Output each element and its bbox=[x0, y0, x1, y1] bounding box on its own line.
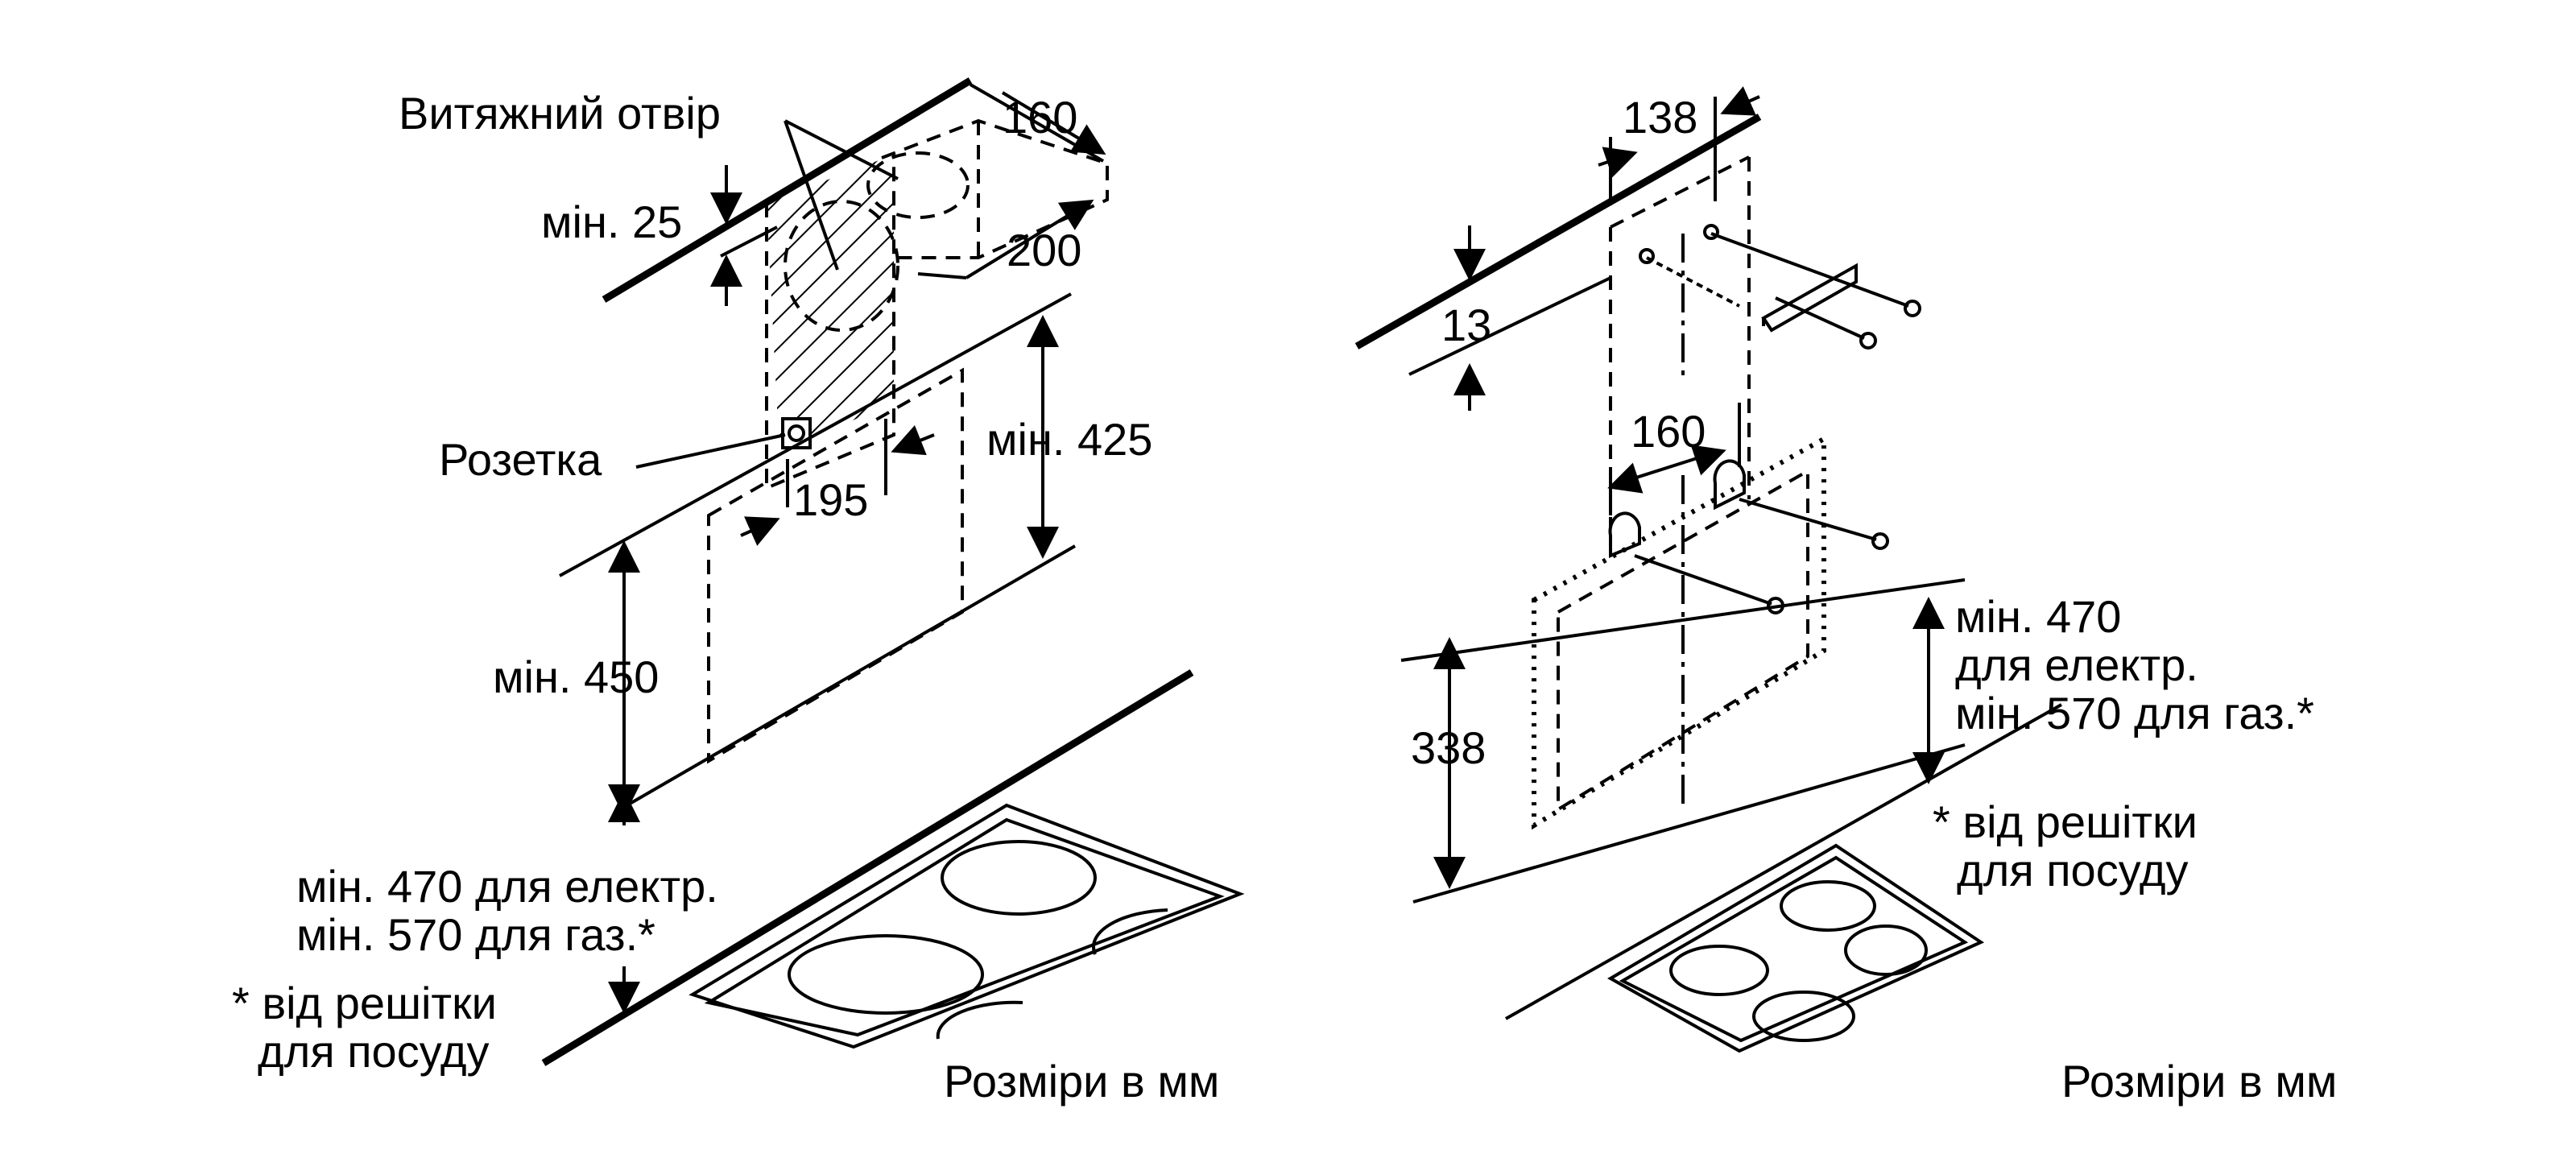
dim-160-right: 160 bbox=[1631, 406, 1706, 457]
note-570-right: мін. 570 для газ.* bbox=[1955, 688, 2314, 738]
dim-min450: мін. 450 bbox=[493, 651, 659, 702]
footnote-right-2: для посуду bbox=[1957, 845, 2189, 895]
burner-r2 bbox=[1844, 924, 1928, 976]
dim-138: 138 bbox=[1623, 92, 1697, 143]
anchor-upper-2 bbox=[1703, 224, 1719, 240]
burner-r4 bbox=[1752, 991, 1855, 1042]
right-labels: 138 13 160 338 мін. 470 для електр. мін.… bbox=[1411, 92, 2337, 1106]
cooktop-edge bbox=[541, 669, 1194, 1066]
dim-160-left: 160 bbox=[1003, 92, 1077, 143]
cooktop-edge-right bbox=[1505, 703, 2062, 1020]
dim-200: 200 bbox=[1007, 225, 1081, 275]
socket-icon bbox=[781, 417, 812, 449]
left-labels: Витяжний отвір 160 мін. 25 200 Розетка м… bbox=[232, 88, 1219, 1106]
dim-13: 13 bbox=[1441, 300, 1491, 350]
dim-min25: мін. 25 bbox=[541, 196, 682, 247]
chimney-outline bbox=[765, 155, 895, 491]
units-right: Розміри в мм bbox=[2061, 1056, 2337, 1106]
ceiling-line bbox=[602, 77, 973, 303]
hood-outline-right bbox=[1532, 434, 1826, 830]
note-570-left: мін. 570 для газ.* bbox=[296, 909, 655, 960]
hood-outline bbox=[707, 367, 964, 764]
ceiling-line-right bbox=[1354, 114, 1762, 350]
burner-2 bbox=[788, 934, 984, 1015]
burner-4 bbox=[936, 1000, 1023, 1040]
anchor-upper-1 bbox=[1639, 248, 1655, 264]
footnote-right-1: * від решітки bbox=[1933, 796, 2198, 847]
right-diagram bbox=[1354, 86, 2062, 1053]
dim-195: 195 bbox=[793, 474, 868, 525]
note-elektr-right: для електр. bbox=[1955, 639, 2198, 690]
note-470-right: мін. 470 bbox=[1955, 591, 2121, 642]
socket-label: Розетка bbox=[439, 434, 602, 485]
footnote-left-2: для посуду bbox=[258, 1026, 490, 1077]
burner-3 bbox=[1092, 908, 1168, 955]
dim-min425: мін. 425 bbox=[986, 414, 1152, 465]
left-diagram bbox=[541, 77, 1245, 1066]
chimney-zone bbox=[767, 155, 894, 455]
burner-1 bbox=[941, 840, 1097, 916]
exhaust-opening bbox=[784, 200, 899, 332]
upper-bracket bbox=[1761, 263, 1858, 333]
note-470-left: мін. 470 для електр. bbox=[296, 861, 718, 912]
cooktop-frame-right bbox=[1606, 843, 1985, 1053]
lower-bracket-1 bbox=[1608, 511, 1641, 558]
exhaust-label: Витяжний отвір bbox=[399, 88, 721, 139]
burner-r3 bbox=[1669, 945, 1769, 996]
units-left: Розміри в мм bbox=[944, 1056, 1219, 1106]
socket-leader bbox=[635, 433, 786, 469]
burner-r1 bbox=[1780, 880, 1876, 932]
dim-338: 338 bbox=[1411, 722, 1486, 773]
footnote-left-1: * від решітки bbox=[232, 978, 497, 1028]
cooktop-frame bbox=[688, 803, 1245, 1049]
